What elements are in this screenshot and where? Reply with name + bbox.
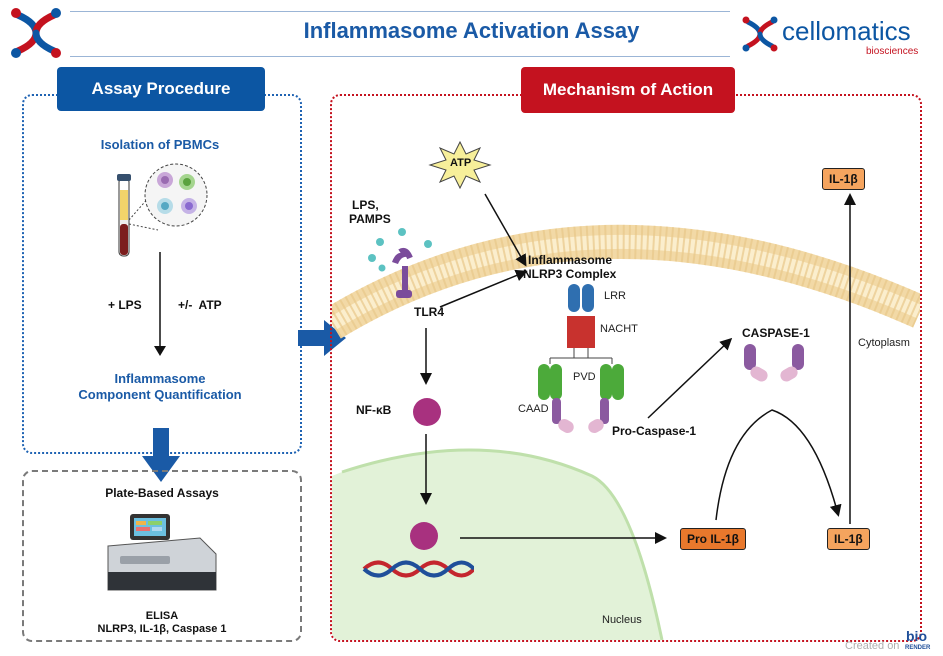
down-block-arrow bbox=[142, 428, 180, 482]
atp-label: ATP bbox=[450, 157, 472, 169]
procedure-arrow bbox=[154, 252, 166, 356]
blood-tube-icon bbox=[117, 174, 159, 257]
nacht-label: NACHT bbox=[600, 323, 638, 335]
header-rule-bottom bbox=[70, 56, 730, 57]
right-block-arrow bbox=[298, 320, 346, 356]
lps-treatment-label: + LPS bbox=[108, 298, 142, 312]
pro-il1b-tag: Pro IL-1β bbox=[680, 528, 746, 550]
biorender-logo: bio bbox=[906, 628, 927, 644]
tlr4-receptor-icon bbox=[368, 228, 432, 298]
nlrp3-complex-icon bbox=[538, 284, 624, 433]
pathway-arrows bbox=[420, 193, 856, 544]
biorender-logo-sub: RENDER bbox=[905, 645, 931, 651]
nucleus-label: Nucleus bbox=[602, 614, 642, 626]
atp-treatment-label: +/- ATP bbox=[178, 298, 222, 312]
inflammasome-label: Inflammasome bbox=[528, 253, 613, 267]
tlr4-label: TLR4 bbox=[414, 305, 444, 319]
nfkb-dot-icon bbox=[413, 398, 441, 426]
created-on-label: Created on bbox=[845, 640, 900, 652]
il1b-tag: IL-1β bbox=[827, 528, 870, 550]
plate-reader-icon bbox=[107, 514, 217, 591]
pbmc-cells-icon bbox=[144, 163, 208, 227]
assay-procedure-header: Assay Procedure bbox=[57, 67, 265, 111]
nlrp3-complex-label: NLRP3 Complex bbox=[523, 267, 617, 281]
plate-assays-title: Plate-Based Assays bbox=[105, 486, 219, 500]
pamps-label: PAMPS bbox=[349, 212, 391, 226]
lrr-label: LRR bbox=[604, 290, 627, 302]
caspase-icon bbox=[744, 344, 804, 382]
isolation-label: Isolation of PBMCs bbox=[100, 137, 220, 152]
caad-label: CAAD bbox=[518, 403, 549, 415]
header-rule-top bbox=[70, 11, 730, 12]
caspase-label: CASPASE-1 bbox=[742, 326, 810, 340]
plate-assays-box bbox=[22, 470, 302, 642]
nfkb-label: NF-κB bbox=[356, 403, 392, 417]
page-title: Inflammasome Activation Assay bbox=[303, 18, 640, 43]
pvd-label: PVD bbox=[573, 371, 596, 383]
cellomatics-logo-icon bbox=[742, 16, 778, 52]
nfkb-nuclear-dot-icon bbox=[410, 522, 438, 550]
mechanism-header: Mechanism of Action bbox=[521, 67, 735, 113]
quantification-line2: Component Quantification bbox=[78, 387, 242, 402]
elisa-label: ELISA bbox=[145, 610, 179, 622]
dna-helix-icon bbox=[362, 560, 474, 578]
brand-name: cellomatics bbox=[782, 16, 911, 46]
cellomatics-mark-icon bbox=[11, 8, 61, 58]
brand-subtitle: biosciences bbox=[866, 46, 919, 57]
il1b-secreted-tag: IL-1β bbox=[822, 168, 865, 190]
lps-label: LPS, bbox=[352, 198, 379, 212]
cytoplasm-label: Cytoplasm bbox=[858, 337, 910, 349]
elisa-targets-label: NLRP3, IL-1β, Caspase 1 bbox=[97, 623, 227, 635]
atp-star-icon bbox=[428, 140, 492, 190]
pro-caspase-label: Pro-Caspase-1 bbox=[612, 424, 697, 438]
quantification-line1: Inflammasome bbox=[114, 371, 206, 386]
